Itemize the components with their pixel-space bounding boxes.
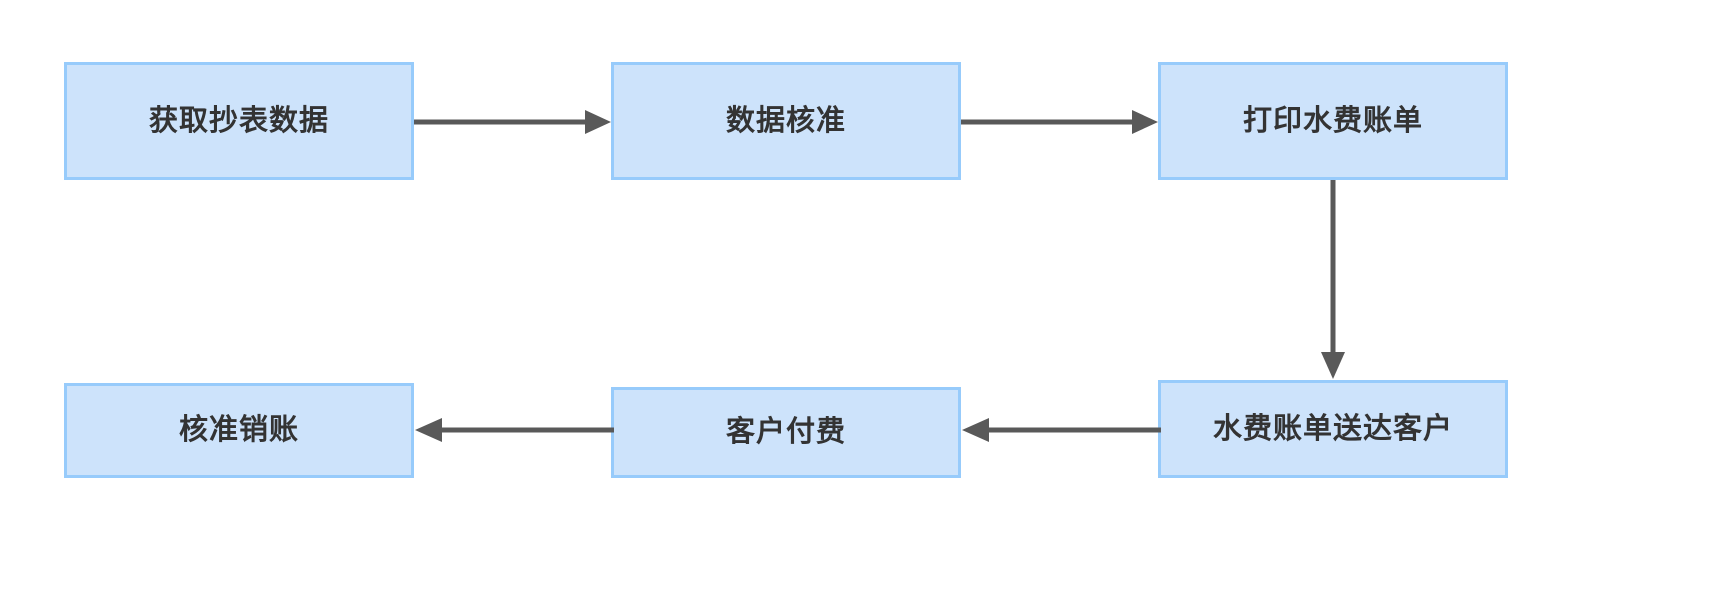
flow-edge-verification-to-print [961, 105, 1161, 139]
flow-node-label: 打印水费账单 [1242, 104, 1423, 137]
flow-node-verify-write-off[interactable]: 核准销账 [64, 383, 414, 478]
flow-edge-acquire-to-verification [414, 105, 614, 139]
flow-edge-print-to-delivered [1316, 180, 1350, 382]
arrowhead-icon [585, 110, 611, 134]
arrowhead-icon [415, 418, 442, 442]
arrowhead-icon [1321, 352, 1345, 379]
flow-node-label: 数据核准 [725, 104, 846, 137]
flow-edge-delivered-to-payment [958, 413, 1161, 447]
flow-node-print-water-bill[interactable]: 打印水费账单 [1158, 62, 1508, 180]
flow-node-label: 获取抄表数据 [148, 104, 329, 137]
flow-node-data-verification[interactable]: 数据核准 [611, 62, 961, 180]
flow-node-label: 水费账单送达客户 [1212, 412, 1453, 445]
arrowhead-icon [1132, 110, 1158, 134]
flow-node-label: 客户付费 [725, 416, 846, 449]
flow-node-bill-delivered-to-customer[interactable]: 水费账单送达客户 [1158, 380, 1508, 478]
arrowhead-icon [962, 418, 989, 442]
flow-node-label: 核准销账 [178, 414, 299, 447]
flow-node-customer-payment[interactable]: 客户付费 [611, 387, 961, 478]
flow-node-acquire-meter-data[interactable]: 获取抄表数据 [64, 62, 414, 180]
flow-edge-payment-to-writeoff [411, 413, 614, 447]
